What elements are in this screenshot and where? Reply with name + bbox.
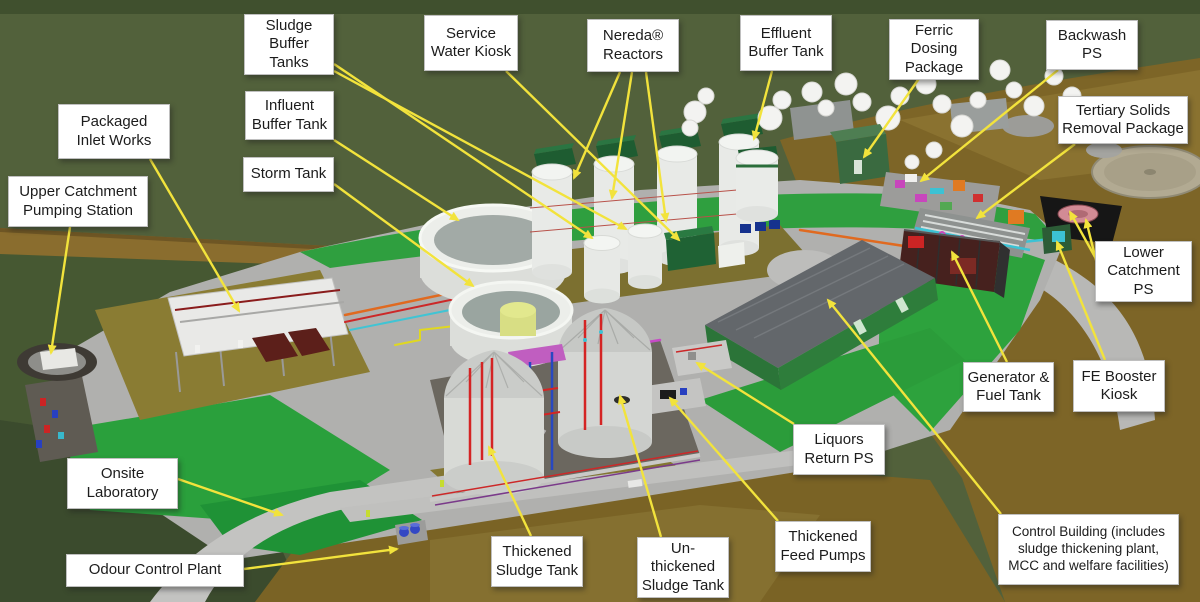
callout-arrows (47, 63, 1107, 571)
sludge-buffer-tanks-model (583, 223, 663, 304)
label-upper-catchment-pumping-station: Upper Catchment Pumping Station (8, 176, 148, 227)
label-onsite-laboratory: Onsite Laboratory (67, 458, 178, 509)
label-service-water-kiosk: Service Water Kiosk (424, 15, 518, 71)
label-backwash-ps: Backwash PS (1046, 20, 1138, 70)
label-thickened-sludge-tank: Thickened Sludge Tank (491, 536, 583, 587)
effluent-buffer-tank-model (735, 146, 779, 222)
label-ferric-dosing-package: Ferric Dosing Package (889, 19, 979, 80)
service-water-kiosk-model (664, 226, 745, 271)
unthickened-sludge-tank-model (558, 308, 652, 458)
foreground-details (366, 396, 701, 545)
label-influent-buffer-tank: Influent Buffer Tank (245, 91, 334, 140)
label-generator-fuel-tank: Generator & Fuel Tank (963, 362, 1054, 412)
influent-buffer-tank-model (418, 203, 568, 305)
label-effluent-buffer-tank: Effluent Buffer Tank (740, 15, 832, 71)
label-lower-catchment-ps: Lower Catchment PS (1095, 241, 1192, 302)
label-liquors-return-ps: Liquors Return PS (793, 424, 885, 475)
label-sludge-buffer-tanks: Sludge Buffer Tanks (244, 14, 334, 75)
label-nereda-reactors: Nereda® Reactors (587, 19, 679, 72)
packaged-inlet-works-model (167, 277, 349, 393)
label-un-thickened-sludge-tank: Un-thickened Sludge Tank (637, 537, 729, 598)
thickened-sludge-tank-model (444, 350, 544, 495)
label-odour-control-plant: Odour Control Plant (66, 554, 244, 587)
label-thickened-feed-pumps: Thickened Feed Pumps (775, 521, 871, 572)
small-pump-plinths (646, 340, 732, 414)
label-control-building: Control Building (includes sludge thicke… (998, 514, 1179, 585)
label-tertiary-solids-removal-package: Tertiary Solids Removal Package (1058, 96, 1188, 144)
ferric-dosing-building-model (830, 124, 890, 184)
label-fe-booster-kiosk: FE Booster Kiosk (1073, 360, 1165, 412)
lower-catchment-ps-model (1040, 196, 1122, 254)
odour-control-plant-model (395, 520, 428, 545)
label-storm-tank: Storm Tank (243, 157, 334, 192)
label-packaged-inlet-works: Packaged Inlet Works (58, 104, 170, 159)
backwash-package-model (880, 172, 1000, 222)
